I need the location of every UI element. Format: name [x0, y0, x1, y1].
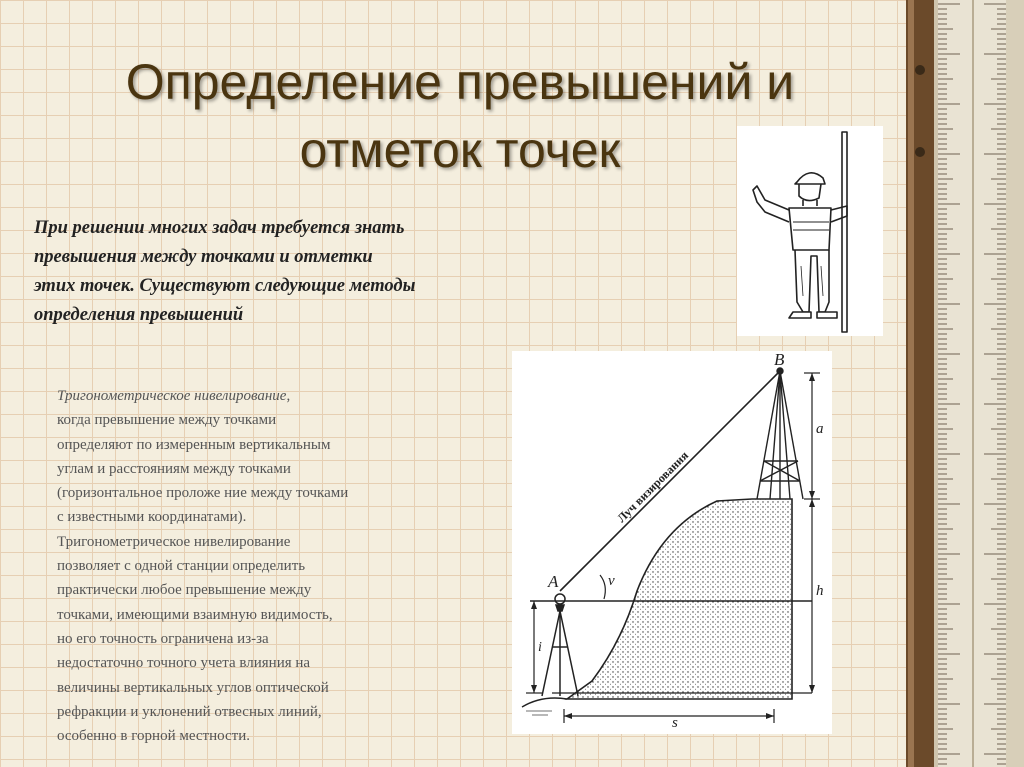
body-line: практически любое превышение между: [57, 582, 312, 599]
body-line: позволяет с одной станции определить: [57, 558, 306, 575]
intro-line: При решении многих задач требуется знать: [34, 218, 405, 238]
body-line: с известными координатами).: [57, 509, 247, 526]
intro-line: этих точек. Существуют следующие методы: [34, 276, 416, 296]
title-line-2: отметок точек: [299, 122, 621, 178]
surveyor-illustration: [737, 126, 883, 336]
method-term: Тригонометрическое нивелирование: [57, 388, 287, 404]
signal-tower-icon: [756, 367, 804, 500]
intro-line: превышения между точками и отметки: [34, 247, 373, 267]
height-h-label: h: [816, 583, 824, 599]
body-line: недостаточно точного учета влияния на: [57, 655, 311, 672]
method-description: Тригонометрическое нивелирование, когда …: [57, 384, 477, 748]
point-a-label: A: [547, 572, 559, 591]
title-line-1: Определение превышений и: [125, 54, 795, 110]
body-line: особенно в горной местности.: [57, 728, 250, 745]
point-b-label: B: [774, 351, 785, 369]
intro-line: определения превышений: [34, 305, 244, 325]
body-line: Тригонометрическое нивелирование: [57, 533, 291, 550]
height-i-label: i: [538, 640, 542, 655]
body-line: когда превышение между точками: [57, 412, 277, 429]
body-line: величины вертикальных углов оптической: [57, 679, 329, 696]
body-line: (горизонтальное проложе ние между точкам…: [57, 485, 349, 502]
body-line: углам и расстояниям между точками: [57, 460, 291, 477]
trig-leveling-diagram: A B ν i h a s Луч визирования: [512, 351, 832, 734]
sight-ray-label: Луч визирования: [614, 448, 691, 525]
body-line: но его точность ограничена из-за: [57, 630, 269, 647]
angle-label: ν: [608, 573, 615, 589]
body-line: определяют по измеренным вертикальным: [57, 436, 331, 453]
slide-title: Определение превышений и отметок точек: [0, 48, 920, 184]
intro-paragraph: При решении многих задач требуется знать…: [34, 214, 594, 330]
ruler-decoration: [906, 0, 1024, 767]
sight-ray-line: [559, 370, 781, 592]
height-a-label: a: [816, 421, 824, 437]
tripod-icon: [541, 593, 579, 697]
hill-shape: [564, 498, 793, 700]
distance-s-label: s: [672, 715, 678, 731]
body-line: точками, имеющими взаимную видимость,: [57, 606, 333, 623]
body-line: рефракции и уклонений отвесных линий,: [57, 703, 322, 720]
